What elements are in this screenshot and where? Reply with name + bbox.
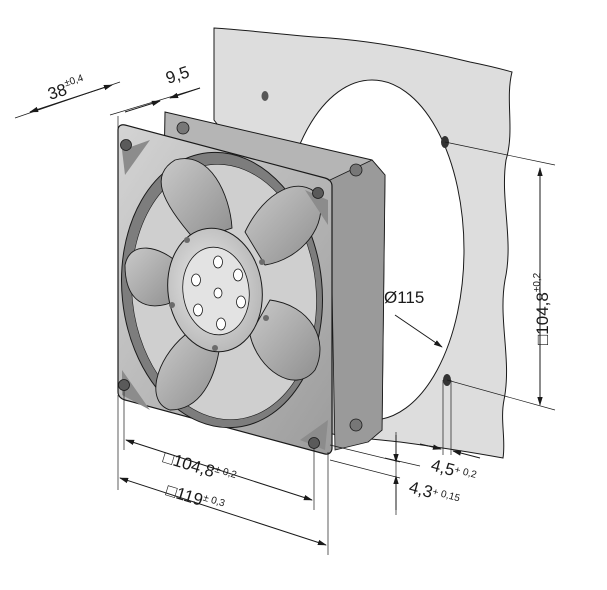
svg-text:□104,8±0,2: □104,8±0,2 bbox=[532, 272, 552, 345]
svg-text:4,5+ 0,2: 4,5+ 0,2 bbox=[429, 456, 479, 486]
front-hole bbox=[312, 187, 324, 199]
cutout-diameter-value: 115 bbox=[397, 288, 424, 307]
hole-diameter-tolerance: + 0,2 bbox=[453, 465, 478, 482]
fan-blade bbox=[124, 247, 181, 307]
flange-hole-value: 4,3 bbox=[407, 478, 435, 502]
fan-blades bbox=[124, 158, 322, 411]
hole-spacing-vertical-tolerance: ±0,2 bbox=[532, 272, 543, 292]
overall-size-value: 119 bbox=[174, 484, 205, 510]
svg-text:Ø115: Ø115 bbox=[384, 288, 424, 307]
dim-hole-spacing-vertical: □104,8±0,2 bbox=[444, 141, 556, 411]
square-symbol: □ bbox=[533, 335, 552, 345]
diameter-symbol: Ø bbox=[384, 288, 397, 307]
svg-text:□119± 0,3: □119± 0,3 bbox=[164, 481, 227, 517]
overall-size-tolerance: ± 0,3 bbox=[202, 493, 227, 510]
fan-blade bbox=[155, 334, 221, 411]
fan-hub bbox=[167, 227, 269, 353]
flange-hole-tolerance: + 0,15 bbox=[431, 487, 461, 505]
front-hole bbox=[308, 437, 320, 449]
fan-blade bbox=[160, 158, 233, 241]
dim-cutout-diameter: Ø115 bbox=[384, 288, 443, 348]
fan-body bbox=[117, 111, 386, 455]
svg-text:4,3+ 0,15: 4,3+ 0,15 bbox=[407, 478, 462, 510]
hole-diameter-value: 4,5 bbox=[429, 456, 457, 480]
dim-depth: 38±0,4 bbox=[14, 73, 121, 128]
dim-flange-hole: 4,3+ 0,15 bbox=[329, 432, 462, 515]
hole-spacing-front-value: 104,8 bbox=[171, 451, 217, 482]
flange-value: 9,5 bbox=[163, 62, 191, 87]
depth-tolerance: ±0,4 bbox=[63, 73, 85, 90]
hole-spacing-front-tolerance: ± 0,2 bbox=[213, 464, 238, 481]
front-hole bbox=[118, 379, 130, 391]
svg-text:38±0,4: 38±0,4 bbox=[45, 73, 88, 104]
dim-flange: 9,5 bbox=[109, 62, 201, 116]
depth-value: 38 bbox=[45, 80, 69, 104]
hole-spacing-vertical-value: 104,8 bbox=[533, 292, 552, 335]
front-hole bbox=[120, 139, 132, 151]
panel-hole-top-left bbox=[261, 91, 269, 101]
